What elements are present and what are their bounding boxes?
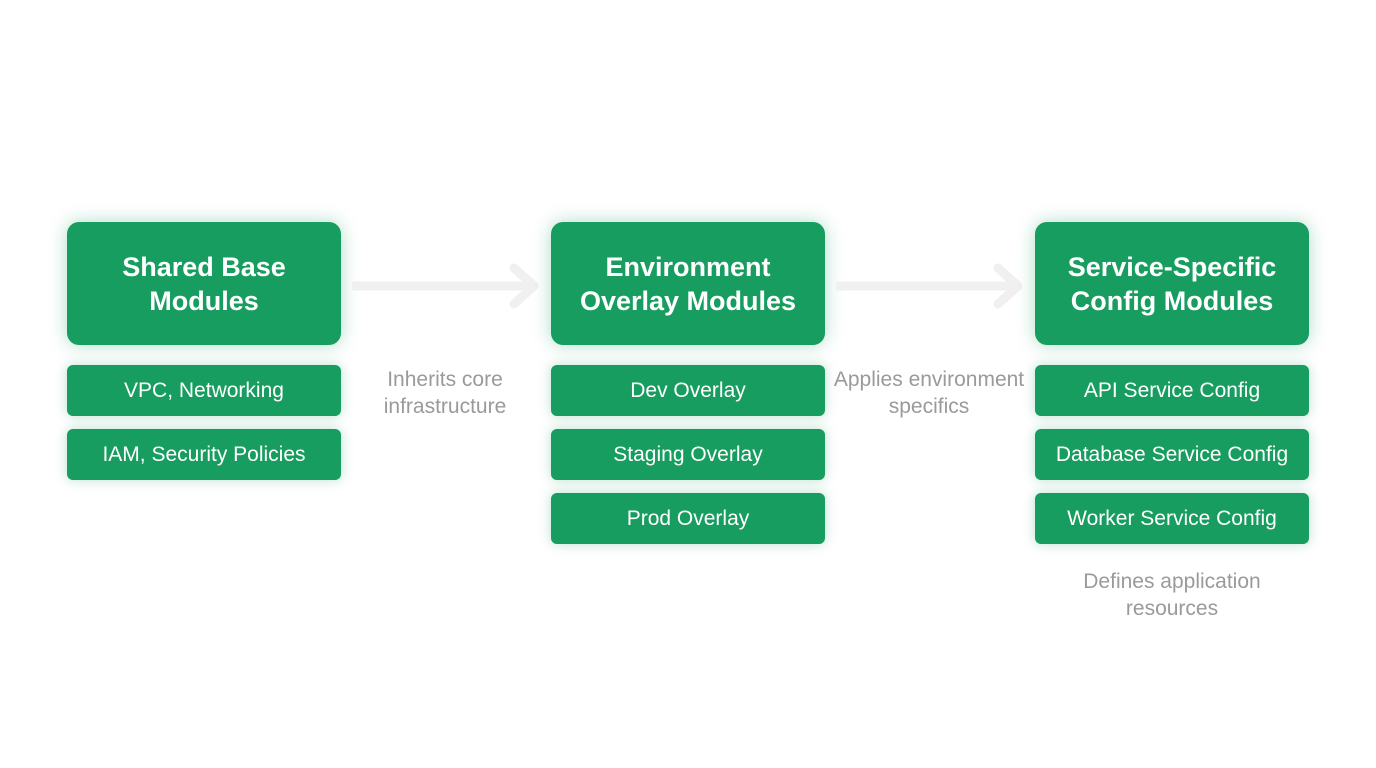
shared-base-modules-node: Shared Base Modules [67, 222, 341, 345]
staging-overlay-node: Staging Overlay [551, 429, 825, 480]
vpc-networking-node: VPC, Networking [67, 365, 341, 416]
footer-note: Defines application resources [1083, 570, 1261, 620]
worker-service-config-node: Worker Service Config [1035, 493, 1309, 544]
arrow-right-icon [352, 263, 539, 309]
environment-overlay-column: Environment Overlay Modules Dev Overlay … [551, 222, 825, 557]
prod-overlay-node: Prod Overlay [551, 493, 825, 544]
arrow-right-icon [836, 263, 1023, 309]
api-service-config-node: API Service Config [1035, 365, 1309, 416]
environment-overlay-modules-node: Environment Overlay Modules [551, 222, 825, 345]
edge-label-applies: Applies environment specifics [833, 368, 1025, 418]
service-config-items: API Service Config Database Service Conf… [1035, 365, 1309, 544]
edge-label-inherits: Inherits core infrastructure [383, 368, 507, 418]
dev-overlay-node: Dev Overlay [551, 365, 825, 416]
environment-overlay-items: Dev Overlay Staging Overlay Prod Overlay [551, 365, 825, 544]
shared-base-column: Shared Base Modules VPC, Networking IAM,… [67, 222, 341, 493]
service-config-column: Service-Specific Config Modules API Serv… [1035, 222, 1309, 557]
database-service-config-node: Database Service Config [1035, 429, 1309, 480]
service-specific-config-modules-node: Service-Specific Config Modules [1035, 222, 1309, 345]
iam-security-policies-node: IAM, Security Policies [67, 429, 341, 480]
shared-base-items: VPC, Networking IAM, Security Policies [67, 365, 341, 480]
